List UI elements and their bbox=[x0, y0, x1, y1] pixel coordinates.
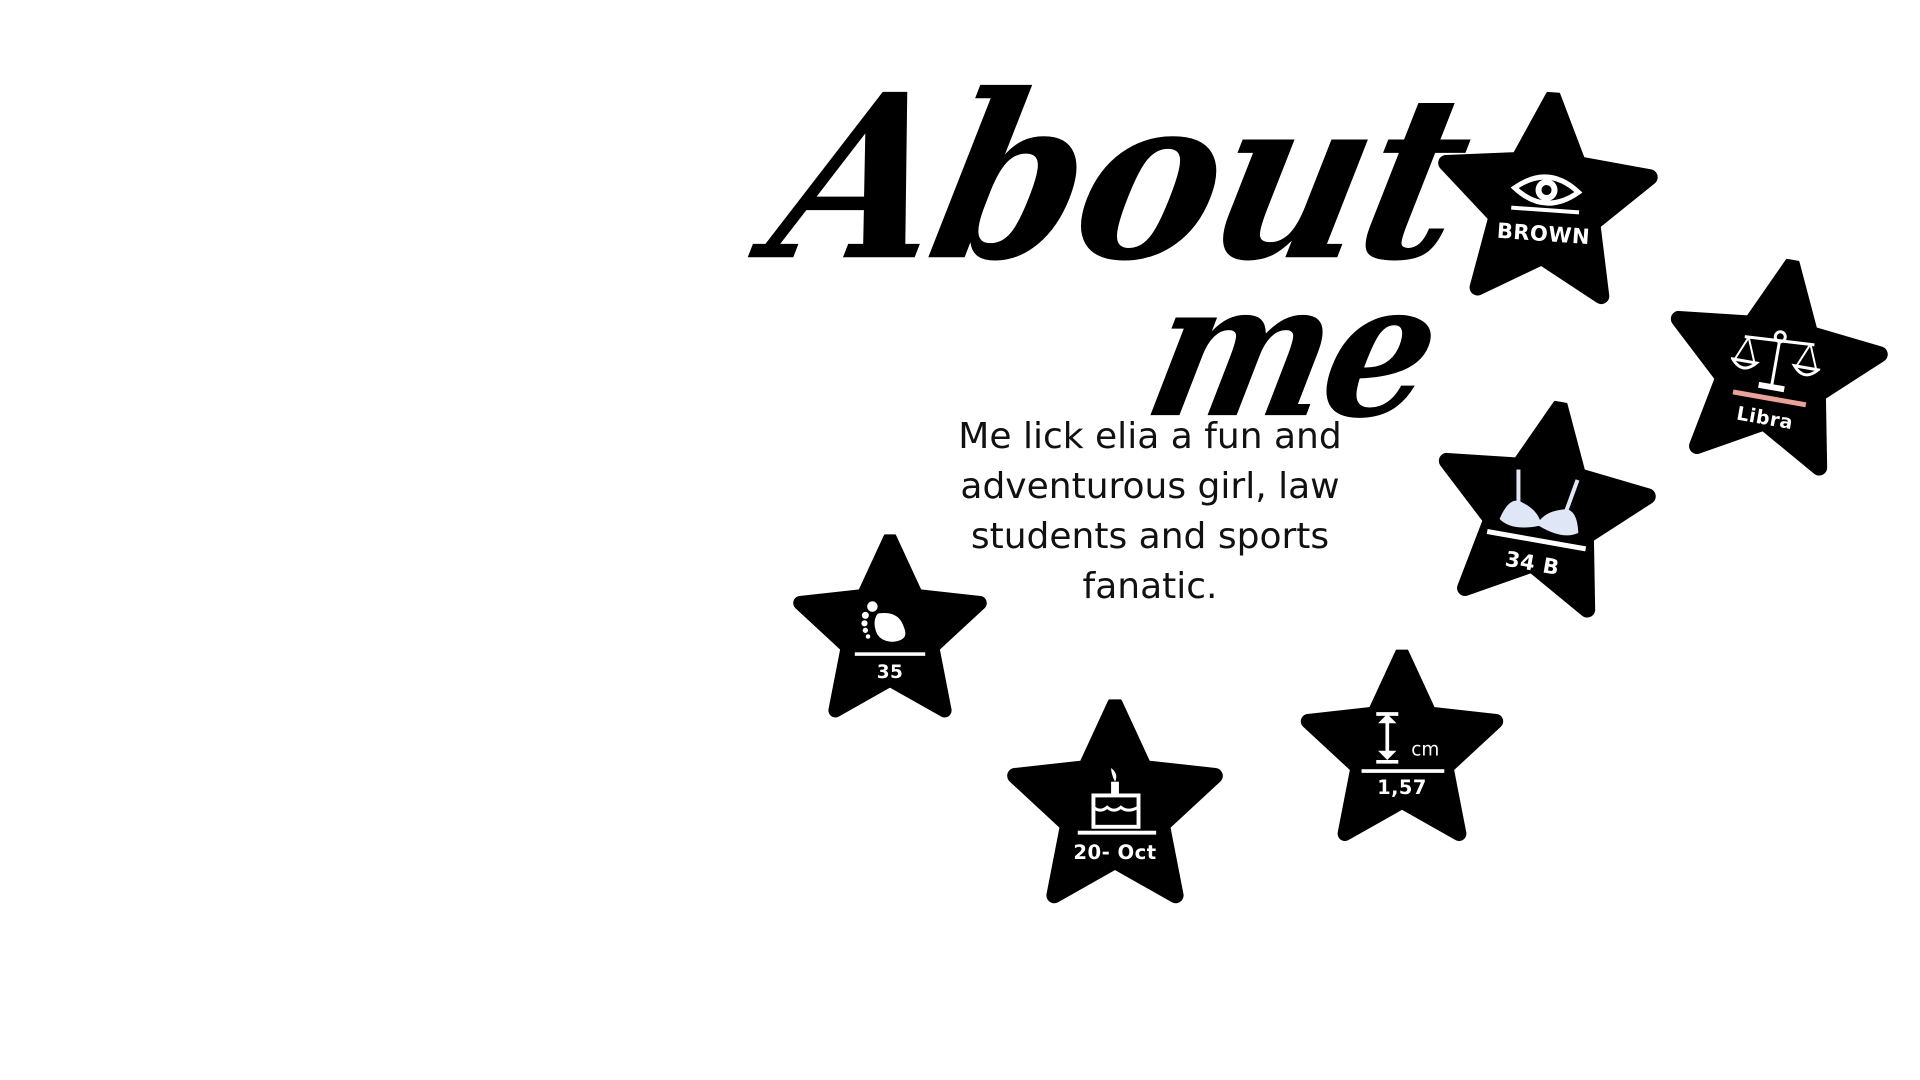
star-shape bbox=[1007, 699, 1223, 904]
star-shape bbox=[1670, 256, 1888, 476]
bra-size-star: 34 B bbox=[1401, 381, 1679, 659]
height-star: cm 1,57 bbox=[1292, 649, 1513, 871]
zodiac-star: Libra bbox=[1633, 239, 1911, 517]
birthday-star: 20- Oct bbox=[997, 699, 1232, 934]
height-label: 1,57 bbox=[1377, 776, 1427, 799]
bio-text: Me lick elia a fun and adventurous girl,… bbox=[958, 416, 1342, 607]
eye-color-star: BROWN bbox=[1417, 84, 1673, 340]
height-divider bbox=[1361, 769, 1445, 773]
star-shape bbox=[1438, 398, 1656, 618]
star-shape bbox=[1300, 649, 1504, 841]
shoe-size-label: 35 bbox=[876, 661, 904, 683]
bra-icon bbox=[1486, 469, 1587, 552]
birthday-label: 20- Oct bbox=[1073, 840, 1157, 865]
birthday-cake-icon bbox=[1077, 768, 1157, 835]
foot-icon bbox=[854, 601, 926, 656]
libra-scales-icon bbox=[1729, 330, 1822, 408]
height-icon bbox=[1376, 712, 1399, 764]
eye-icon bbox=[1510, 174, 1583, 215]
height-unit: cm bbox=[1411, 737, 1440, 760]
shoe-size-star: 35 bbox=[784, 534, 995, 745]
